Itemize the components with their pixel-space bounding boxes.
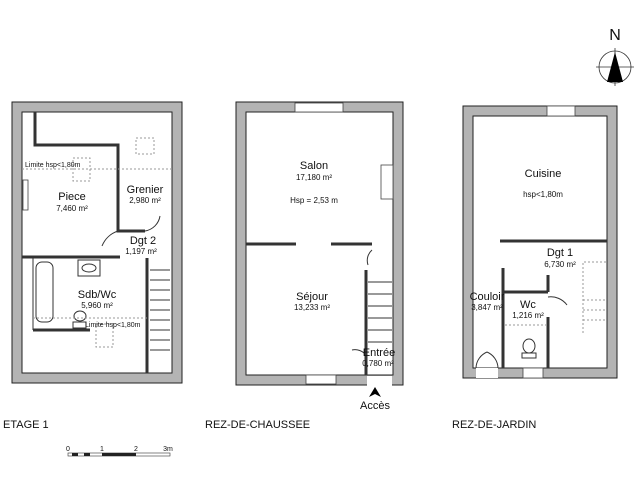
scale-tick: 1 bbox=[100, 446, 104, 453]
room-area-dgt1: 6,730 m² bbox=[544, 260, 576, 269]
room-name-entree: Entrée bbox=[363, 347, 395, 359]
compass-arrow-icon bbox=[596, 48, 634, 86]
plan-etage-1: Limite hsp<1,80m Piece 7,460 m² Grenier … bbox=[11, 101, 183, 384]
room-name-wc: Wc bbox=[520, 299, 536, 311]
scale-tick: 2 bbox=[134, 446, 138, 453]
sink-icon bbox=[77, 259, 101, 277]
room-area-sejour: 13,233 m² bbox=[294, 303, 330, 312]
room-name-sejour: Séjour bbox=[296, 291, 328, 303]
door-swing bbox=[101, 230, 119, 247]
plan-rez-de-jardin: Cuisine hsp<1,80m Dgt 1 6,730 m² Couloir… bbox=[462, 105, 618, 379]
stairs-rdc bbox=[368, 281, 392, 343]
room-name-cuisine: Cuisine bbox=[525, 168, 562, 180]
room-area-sdb-wc: 5,960 m² bbox=[81, 301, 113, 310]
room-name-grenier: Grenier bbox=[127, 184, 164, 196]
room-name-dgt1: Dgt 1 bbox=[547, 247, 573, 259]
scale-bar: 0 1 2 3m bbox=[66, 446, 173, 457]
toilet-icon bbox=[521, 338, 537, 359]
level-title-etage-1: ETAGE 1 bbox=[3, 419, 49, 431]
room-name-couloir: Couloir bbox=[470, 291, 505, 303]
compass: N bbox=[596, 27, 634, 86]
scale-tick: 3m bbox=[163, 446, 173, 453]
access-arrow-icon bbox=[369, 387, 381, 397]
compass-north-label: N bbox=[609, 27, 621, 44]
level-title-rdc: REZ-DE-CHAUSSEE bbox=[205, 419, 310, 431]
note-hsp: Hsp = 2,53 m bbox=[290, 196, 338, 205]
note-limite-hsp-2: Limite hsp<1,80m bbox=[85, 322, 141, 329]
room-area-grenier: 2,980 m² bbox=[129, 196, 161, 205]
room-name-dgt2: Dgt 2 bbox=[130, 235, 156, 247]
room-area-piece: 7,460 m² bbox=[56, 204, 88, 213]
room-name-salon: Salon bbox=[300, 160, 328, 172]
room-area-entree: 0,780 m² bbox=[362, 359, 394, 368]
scale-tick: 0 bbox=[66, 446, 70, 453]
room-name-sdb-wc: Sdb/Wc bbox=[78, 289, 117, 301]
room-area-dgt2: 1,197 m² bbox=[125, 247, 157, 256]
room-area-salon: 17,180 m² bbox=[296, 173, 332, 182]
plan-rez-de-chaussee: Salon 17,180 m² Hsp = 2,53 m Séjour 13,2… bbox=[235, 101, 404, 412]
level-title-rdj: REZ-DE-JARDIN bbox=[452, 419, 536, 431]
room-name-piece: Piece bbox=[58, 191, 86, 203]
toilet-icon bbox=[72, 310, 87, 329]
stairs-rdj bbox=[583, 299, 607, 321]
stairs-etage-1 bbox=[150, 269, 170, 351]
room-area-wc: 1,216 m² bbox=[512, 311, 544, 320]
access-label: Accès bbox=[360, 400, 390, 412]
room-area-couloir: 3,847 m² bbox=[471, 303, 503, 312]
note-hsp-cuisine: hsp<1,80m bbox=[523, 190, 563, 199]
bathtub-icon bbox=[35, 261, 54, 323]
note-limite-hsp: Limite hsp<1,80m bbox=[25, 162, 81, 169]
